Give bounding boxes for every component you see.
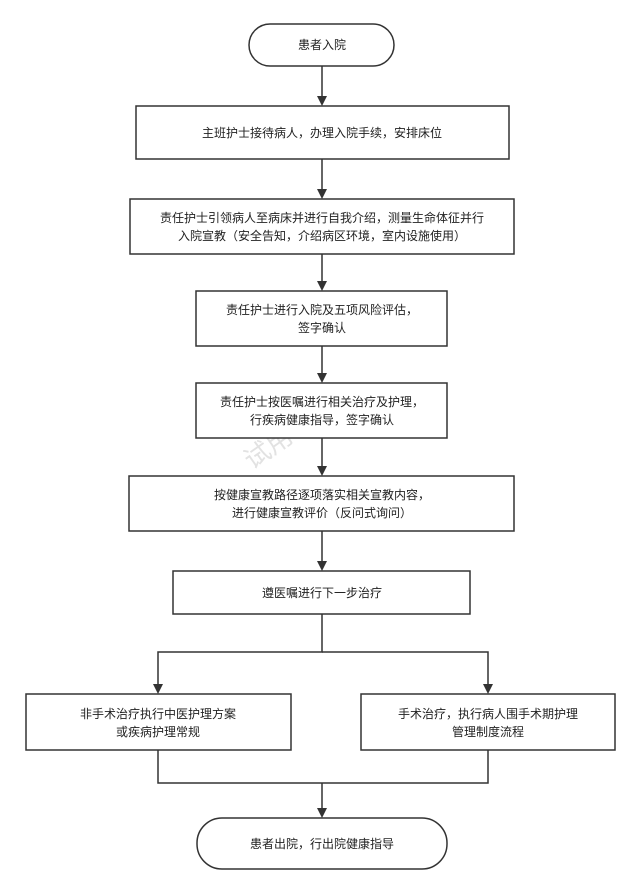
node-orientation-line2: 入院宣教（安全告知，介绍病区环境，室内设施使用） bbox=[178, 228, 466, 243]
node-reception: 主班护士接待病人，办理入院手续，安排床位 bbox=[135, 105, 510, 160]
node-assessment-line2: 签字确认 bbox=[298, 320, 346, 335]
node-education-line1: 按健康宣教路径逐项落实相关宣教内容， bbox=[214, 487, 430, 502]
connector-branch-surgical bbox=[322, 651, 489, 684]
process-box bbox=[25, 693, 292, 751]
node-orientation-line1: 责任护士引领病人至病床并进行自我介绍，测量生命体征并行 bbox=[160, 210, 484, 225]
node-surgical: 手术治疗，执行病人围手术期护理 管理制度流程 bbox=[360, 693, 616, 751]
node-surgical-line2: 管理制度流程 bbox=[452, 724, 524, 739]
process-box bbox=[135, 105, 510, 160]
node-treatment-line1: 责任护士按医嘱进行相关治疗及护理， bbox=[220, 395, 424, 409]
arrowhead bbox=[317, 373, 327, 383]
process-box bbox=[128, 475, 515, 532]
process-box bbox=[195, 382, 448, 439]
connector-branch-non-surgical bbox=[157, 614, 323, 684]
terminal-shape bbox=[196, 817, 448, 870]
process-box bbox=[195, 290, 448, 347]
node-orientation: 责任护士引领病人至病床并进行自我介绍，测量生命体征并行 入院宣教（安全告知，介绍… bbox=[129, 198, 515, 255]
node-start: 患者入院 bbox=[248, 23, 395, 67]
node-next-step: 遵医嘱进行下一步治疗 bbox=[172, 570, 471, 615]
node-assessment-line1: 责任护士进行入院及五项风险评估， bbox=[226, 302, 418, 317]
node-education: 按健康宣教路径逐项落实相关宣教内容， 进行健康宣教评价（反问式询问） bbox=[128, 475, 515, 532]
node-assessment: 责任护士进行入院及五项风险评估， 签字确认 bbox=[195, 290, 448, 347]
node-next-step-label: 遵医嘱进行下一步治疗 bbox=[262, 585, 382, 600]
process-box bbox=[129, 198, 515, 255]
node-non-surgical: 非手术治疗执行中医护理方案 或疾病护理常规 bbox=[25, 693, 292, 751]
node-start-label: 患者入院 bbox=[298, 38, 346, 52]
connectors bbox=[153, 66, 493, 818]
node-reception-label: 主班护士接待病人，办理入院手续，安排床位 bbox=[202, 125, 442, 140]
node-surgical-line1: 手术治疗，执行病人围手术期护理 bbox=[398, 706, 578, 721]
arrowhead bbox=[317, 466, 327, 476]
arrowhead bbox=[153, 684, 163, 694]
arrowhead bbox=[317, 561, 327, 571]
node-education-line2: 进行健康宣教评价（反问式询问） bbox=[232, 505, 412, 520]
arrowhead bbox=[317, 808, 327, 818]
arrowhead bbox=[317, 281, 327, 291]
arrowhead bbox=[483, 684, 493, 694]
terminal-shape bbox=[248, 23, 395, 67]
node-end: 患者出院，行出院健康指导 bbox=[196, 817, 448, 870]
node-treatment-line2: 行疾病健康指导，签字确认 bbox=[250, 412, 394, 427]
node-non-surgical-line2: 或疾病护理常规 bbox=[116, 724, 200, 739]
connector-merge bbox=[157, 750, 489, 784]
arrowhead bbox=[317, 189, 327, 199]
process-box bbox=[360, 693, 616, 751]
node-treatment: 责任护士按医嘱进行相关治疗及护理， 行疾病健康指导，签字确认 bbox=[195, 382, 448, 439]
arrowhead bbox=[317, 96, 327, 106]
node-non-surgical-line1: 非手术治疗执行中医护理方案 bbox=[80, 706, 236, 721]
node-end-label: 患者出院，行出院健康指导 bbox=[250, 836, 394, 851]
process-box bbox=[172, 570, 471, 615]
